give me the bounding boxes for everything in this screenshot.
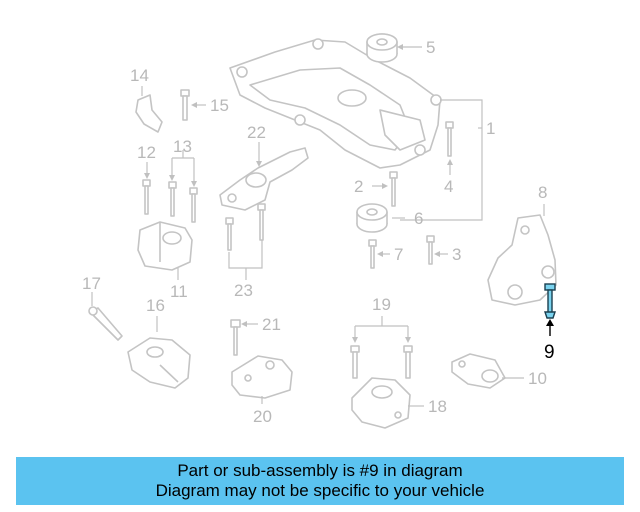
- mount-11: [137, 221, 193, 271]
- mount-20: [231, 355, 293, 399]
- callout-2: 2: [354, 177, 363, 196]
- leader-9: [546, 319, 554, 336]
- callout-10: 10: [528, 369, 547, 388]
- bracket-14: [135, 94, 163, 133]
- parts-diagram: 1 2 3 4 5 6 7 8 9 10 11 12 13 14 15 16 1…: [82, 33, 557, 429]
- callout-5: 5: [426, 38, 435, 57]
- bolt-21: [230, 319, 241, 356]
- bolt-7: [368, 239, 377, 269]
- bolt-3: [426, 235, 435, 265]
- bolt-19b: [403, 345, 413, 379]
- callout-21: 21: [262, 315, 281, 334]
- callout-9: 9: [544, 342, 555, 363]
- callout-7: 7: [394, 245, 403, 264]
- bolt-23a: [225, 217, 234, 251]
- bolt-19a: [350, 345, 360, 379]
- callout-12: 12: [137, 143, 156, 162]
- bolt-13a: [168, 181, 177, 217]
- callout-15: 15: [210, 96, 229, 115]
- callout-18: 18: [428, 397, 447, 416]
- callout-14: 14: [130, 66, 149, 85]
- bolt-23b: [257, 203, 266, 241]
- mount-6: [356, 203, 388, 233]
- mount-5: [366, 33, 398, 63]
- callout-13: 13: [173, 137, 192, 156]
- bolt-12: [142, 179, 151, 215]
- callout-6: 6: [414, 209, 423, 228]
- bracket-22: [219, 147, 309, 211]
- callout-22: 22: [247, 123, 266, 142]
- mount-16: [127, 337, 191, 389]
- callout-11: 11: [170, 282, 188, 301]
- info-banner: Part or sub-assembly is #9 in diagram Di…: [16, 457, 624, 505]
- callout-8: 8: [538, 183, 547, 202]
- leader-lines: [91, 44, 545, 407]
- callout-23: 23: [234, 281, 253, 300]
- mount-10: [451, 353, 506, 389]
- bolt-9-highlighted: [544, 283, 556, 319]
- bolt-15: [180, 89, 190, 121]
- banner-line-part: Part or sub-assembly is #9 in diagram: [177, 461, 463, 480]
- callout-16: 16: [146, 296, 165, 315]
- callout-1: 1: [486, 119, 495, 138]
- banner-line-disclaimer: Diagram may not be specific to your vehi…: [155, 481, 485, 500]
- bolt-17: [88, 306, 123, 341]
- callout-4: 4: [444, 177, 453, 196]
- bolt-13b: [189, 187, 198, 223]
- callout-3: 3: [452, 245, 461, 264]
- bracket-8: [487, 214, 557, 306]
- subframe: [229, 38, 442, 169]
- callout-19: 19: [372, 295, 391, 314]
- bolt-2: [389, 171, 398, 207]
- callout-20: 20: [253, 407, 272, 426]
- mount-18: [351, 377, 411, 429]
- bolt-4: [445, 121, 454, 157]
- callout-17: 17: [82, 274, 101, 293]
